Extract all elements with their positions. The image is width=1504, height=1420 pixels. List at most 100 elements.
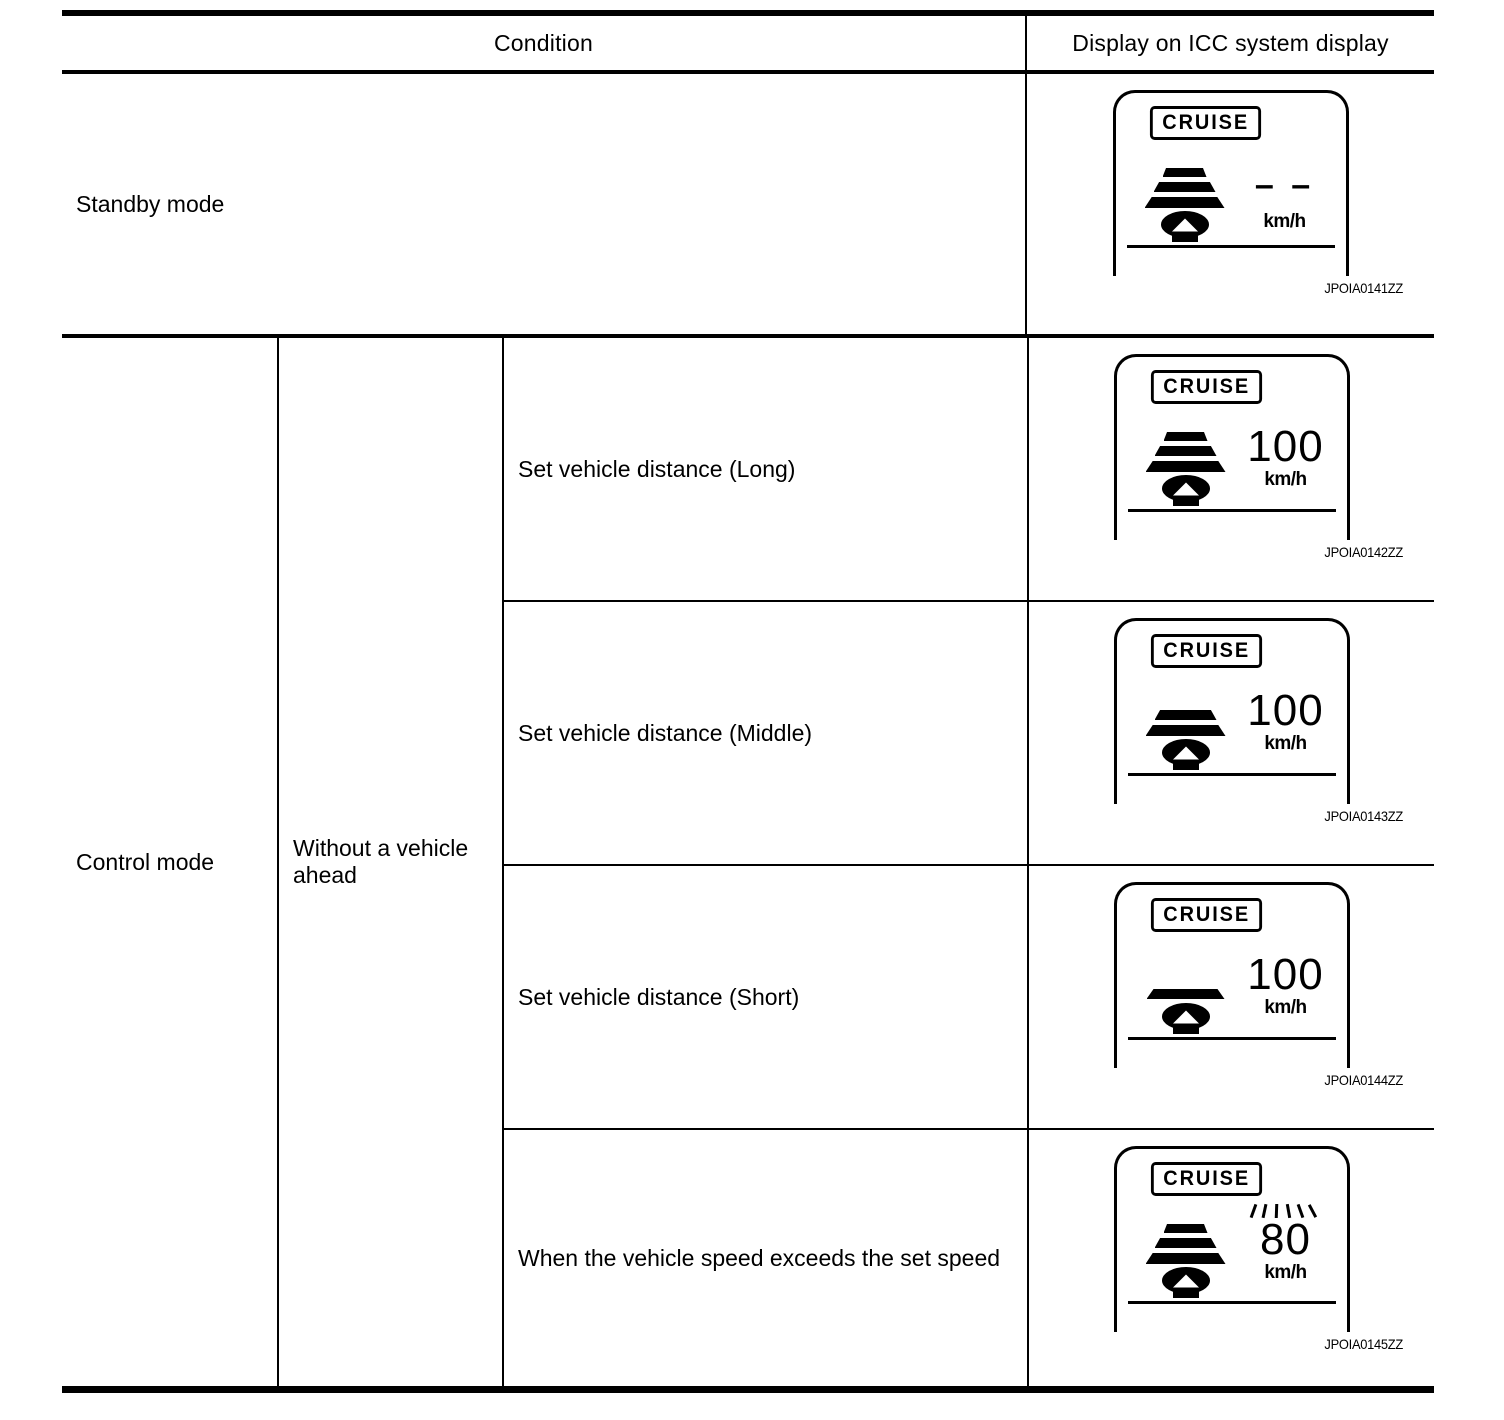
set-speed-value: 80 — [1260, 1215, 1311, 1264]
icc-display-illustration: CRUISE – – km/h — [1112, 90, 1349, 276]
column-divider — [1027, 1130, 1029, 1386]
distance-bar-2 — [1154, 446, 1217, 456]
distance-bar-2 — [1145, 725, 1226, 736]
cell-without-vehicle-ahead: Without a vehicle ahead — [279, 338, 502, 1386]
row-separator — [504, 600, 1434, 602]
distance-bar-2 — [1154, 1238, 1217, 1248]
set-speed-value: – – — [1254, 166, 1315, 204]
display-divider-line — [1127, 773, 1336, 776]
own-vehicle-icon — [1161, 1267, 1210, 1294]
row-separator-thick — [62, 334, 1434, 338]
vehicle-distance-icon — [1138, 1224, 1234, 1294]
column-divider — [1027, 866, 1029, 1128]
set-distance-middle-label: Set vehicle distance (Middle) — [518, 719, 813, 746]
own-vehicle-icon — [1161, 1003, 1210, 1030]
own-vehicle-icon — [1161, 475, 1210, 502]
distance-bar-3 — [1144, 197, 1225, 208]
cell-display-short: CRUISE 100 km/h JPOIA0144ZZ — [1029, 866, 1434, 1128]
set-speed-readout: 100 km/h — [1238, 686, 1334, 755]
icc-display-illustration: CRUISE — [1113, 1146, 1350, 1332]
header-display: Display on ICC system display — [1072, 29, 1389, 56]
icc-frame-outline — [1113, 354, 1350, 540]
table-row: Standby mode CRUISE – – km/h — [62, 74, 1434, 334]
icc-frame-outline — [1113, 882, 1350, 1068]
column-divider — [1027, 602, 1029, 864]
icc-display-condition-table: Condition Display on ICC system display … — [62, 10, 1434, 1393]
speed-unit-label: km/h — [1264, 1261, 1307, 1283]
set-distance-short-label: Set vehicle distance (Short) — [518, 983, 800, 1010]
own-vehicle-icon — [1160, 211, 1209, 238]
figure-code: JPOIA0144ZZ — [1324, 1072, 1403, 1088]
icc-display-illustration: CRUISE 100 km/h — [1113, 618, 1350, 804]
set-speed-readout: – – km/h — [1237, 162, 1333, 233]
display-divider-line — [1127, 509, 1336, 512]
set-speed-value: 100 — [1247, 422, 1324, 471]
speed-unit-label: km/h — [1263, 210, 1306, 232]
vehicle-distance-icon — [1138, 432, 1234, 502]
cruise-indicator: CRUISE — [1150, 370, 1262, 404]
distance-bar-2 — [1153, 182, 1216, 192]
header-condition: Condition — [494, 29, 593, 56]
speed-unit-label: km/h — [1264, 996, 1307, 1018]
set-distance-long-label: Set vehicle distance (Long) — [518, 455, 796, 482]
figure-code: JPOIA0145ZZ — [1324, 1336, 1403, 1352]
table-top-border — [62, 10, 1434, 16]
cell-display-long: CRUISE 100 km/h — [1029, 338, 1434, 600]
distance-bar-1 — [1146, 989, 1225, 999]
set-speed-value: 100 — [1247, 686, 1324, 735]
table-row: Set vehicle distance (Middle) CRUISE — [504, 602, 1434, 864]
vehicle-distance-icon — [1138, 960, 1234, 1030]
speed-exceeds-label: When the vehicle speed exceeds the set s… — [518, 1244, 1001, 1271]
figure-code: JPOIA0141ZZ — [1324, 280, 1403, 296]
row-separator — [504, 1128, 1434, 1130]
cell-standby-mode: Standby mode — [62, 74, 1025, 334]
cruise-indicator: CRUISE — [1150, 634, 1262, 668]
display-divider-line — [1127, 1301, 1336, 1304]
cell-control-mode: Control mode — [62, 338, 277, 1386]
distance-bar-1 — [1154, 710, 1217, 720]
speed-unit-label: km/h — [1264, 732, 1307, 754]
display-divider-line — [1127, 1037, 1336, 1040]
table-row: Set vehicle distance (Long) CRUISE — [504, 338, 1434, 600]
icc-frame-outline — [1112, 90, 1349, 276]
icc-frame-outline — [1113, 1146, 1350, 1332]
set-speed-readout: 80 km/h — [1238, 1203, 1334, 1284]
cell-display-middle: CRUISE 100 km/h J — [1029, 602, 1434, 864]
row-separator — [504, 864, 1434, 866]
figure-code: JPOIA0143ZZ — [1324, 808, 1403, 824]
without-vehicle-ahead-line2: ahead — [293, 862, 357, 888]
icc-frame-outline — [1113, 618, 1350, 804]
set-speed-readout: 100 km/h — [1238, 950, 1334, 1019]
table-row: Set vehicle distance (Short) CRUISE — [504, 866, 1434, 1128]
table-header-row: Condition Display on ICC system display — [62, 16, 1434, 70]
without-vehicle-ahead-line1: Without a vehicle — [293, 835, 469, 861]
cell-display-exceeds: CRUISE — [1029, 1130, 1434, 1386]
distance-bar-1 — [1163, 1224, 1208, 1233]
cruise-indicator: CRUISE — [1150, 1162, 1262, 1196]
control-mode-subrows: Set vehicle distance (Long) CRUISE — [504, 338, 1434, 1386]
icc-display-illustration: CRUISE 100 km/h — [1113, 354, 1350, 540]
cell-set-distance-middle: Set vehicle distance (Middle) — [504, 602, 1027, 864]
cell-set-distance-long: Set vehicle distance (Long) — [504, 338, 1027, 600]
distance-bar-1 — [1163, 432, 1208, 441]
cell-set-distance-short: Set vehicle distance (Short) — [504, 866, 1027, 1128]
column-divider — [1027, 338, 1029, 600]
display-divider-line — [1126, 245, 1335, 248]
cell-display-standby: CRUISE – – km/h JPOIA0141ZZ — [1027, 74, 1434, 334]
vehicle-distance-icon — [1137, 168, 1233, 238]
standby-mode-label: Standby mode — [76, 190, 225, 217]
cruise-indicator: CRUISE — [1150, 898, 1262, 932]
table-row: When the vehicle speed exceeds the set s… — [504, 1130, 1434, 1386]
own-vehicle-icon — [1161, 739, 1210, 766]
header-column-divider — [1025, 16, 1027, 70]
column-divider — [277, 338, 279, 1386]
distance-bar-1 — [1162, 168, 1207, 177]
figure-code: JPOIA0142ZZ — [1324, 544, 1403, 560]
icc-display-illustration: CRUISE 100 km/h — [1113, 882, 1350, 1068]
table-row-control-mode: Control mode Without a vehicle ahead Set… — [62, 338, 1434, 1386]
vehicle-distance-icon — [1138, 696, 1234, 766]
set-speed-value: 100 — [1247, 950, 1324, 999]
control-mode-label: Control mode — [76, 848, 215, 875]
cell-speed-exceeds: When the vehicle speed exceeds the set s… — [504, 1130, 1027, 1386]
